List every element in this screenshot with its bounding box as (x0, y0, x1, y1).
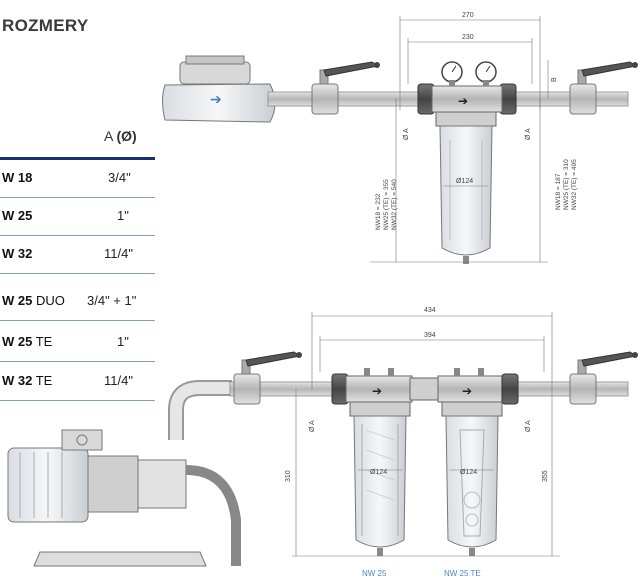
dimension-a-left: Ø A (309, 420, 316, 432)
row-size: 11/4" (104, 373, 133, 388)
flow-arrow-icon: ➔ (458, 94, 468, 108)
filter-bowl (435, 111, 497, 264)
dimension-diameter-left: Ø124 (370, 469, 387, 476)
dimension-lines (370, 16, 549, 263)
table-row: W 32 11/4" (0, 236, 160, 274)
table-row: W 25 TE 1" (0, 324, 160, 362)
dimension-a-right: Ø A (525, 420, 532, 432)
flow-arrow-icon: ➔ (372, 384, 382, 398)
filter-head-right: ➔ (437, 368, 519, 405)
dimension-height-right: 355 (542, 470, 549, 482)
row-model: W 25 (2, 208, 33, 223)
filter-diagram-duo: ➔ ➔ (7, 307, 638, 578)
water-meter: ➔ (162, 55, 276, 123)
valve-right (569, 351, 638, 405)
dimension-width-outer: 270 (462, 12, 474, 19)
filter-bowl-left (349, 401, 411, 556)
table-row: W 18 3/4" (0, 160, 160, 198)
header-rule (0, 157, 155, 160)
filter-head-left: ➔ (331, 368, 413, 405)
row-model: W 25 TE (2, 334, 53, 349)
row-size: 3/4" + 1" (87, 293, 137, 308)
table-row: W 25 1" (0, 198, 160, 236)
valve-left (311, 61, 380, 115)
row-divider (0, 273, 155, 274)
dimension-width-outer: 434 (424, 307, 436, 314)
valve-right (569, 61, 638, 115)
dimension-a-right: Ø A (525, 128, 532, 140)
table-row: W 32 TE 11/4" (0, 363, 160, 401)
height-label: NW18 = 187 (555, 173, 562, 210)
caption-nw25-te: NW 25 TE (444, 569, 481, 578)
row-divider (0, 361, 155, 362)
height-label: NW25 (TE) = 310 (563, 159, 570, 210)
row-size: 1" (117, 334, 129, 349)
height-label: NW32 (TE) = 495 (571, 159, 578, 210)
table-row: W 25 DUO 3/4" + 1" (0, 283, 160, 321)
dimension-width-inner: 394 (424, 332, 436, 339)
valve-left (233, 351, 302, 405)
dimensions-table: A (Ø) W 18 3/4" W 25 1" W 32 11/4" W 25 … (0, 0, 160, 582)
dimension-height-left: 310 (285, 470, 292, 482)
row-model: W 25 DUO (2, 293, 65, 308)
filter-head: ➔ (417, 61, 517, 115)
filter-bowl-right (441, 401, 503, 556)
row-size: 11/4" (104, 246, 133, 261)
row-size: 3/4" (108, 170, 131, 185)
flow-arrow-icon: ➔ (210, 91, 222, 107)
dimension-b: B (551, 77, 558, 82)
caption-nw25: NW 25 (362, 569, 387, 578)
row-divider (0, 235, 155, 236)
row-divider (0, 197, 155, 198)
row-model: W 32 TE (2, 373, 53, 388)
coupling (409, 377, 441, 401)
filter-diagram-single: ➔ ➔ (162, 12, 638, 264)
flow-arrow-icon: ➔ (462, 384, 472, 398)
dimension-lines (292, 312, 560, 557)
height-label: NW18 = 232 (375, 193, 382, 230)
column-header-a: A (Ø) (104, 128, 137, 144)
height-label: NW32 (TE) = 540 (391, 179, 398, 230)
row-model: W 32 (2, 246, 33, 261)
dimension-diameter-right: Ø124 (460, 469, 477, 476)
pump (7, 429, 241, 567)
row-size: 1" (117, 208, 129, 223)
height-label: NW25 (TE) = 355 (383, 179, 390, 230)
dimension-width-inner: 230 (462, 34, 474, 41)
row-divider (0, 400, 155, 401)
dimension-a-left: Ø A (403, 128, 410, 140)
row-model: W 18 (2, 170, 33, 185)
dimension-diameter: Ø124 (456, 178, 473, 185)
page-title: ROZMERY (2, 16, 89, 35)
row-divider (0, 320, 155, 321)
